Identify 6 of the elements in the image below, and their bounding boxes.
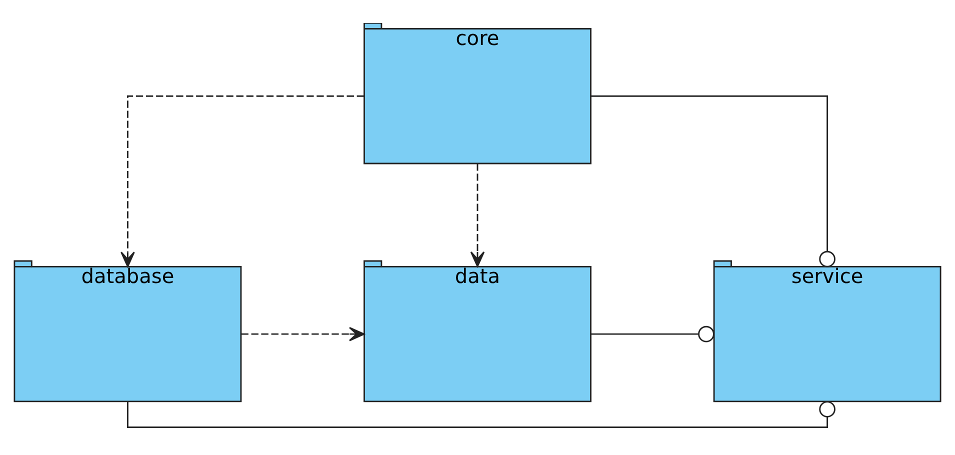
- arrow: [241, 326, 365, 341]
- connector: [127, 400, 836, 428]
- arrow: [470, 163, 485, 267]
- arrow: [120, 94, 364, 267]
- connector: [591, 325, 714, 342]
- connector: [591, 94, 836, 267]
